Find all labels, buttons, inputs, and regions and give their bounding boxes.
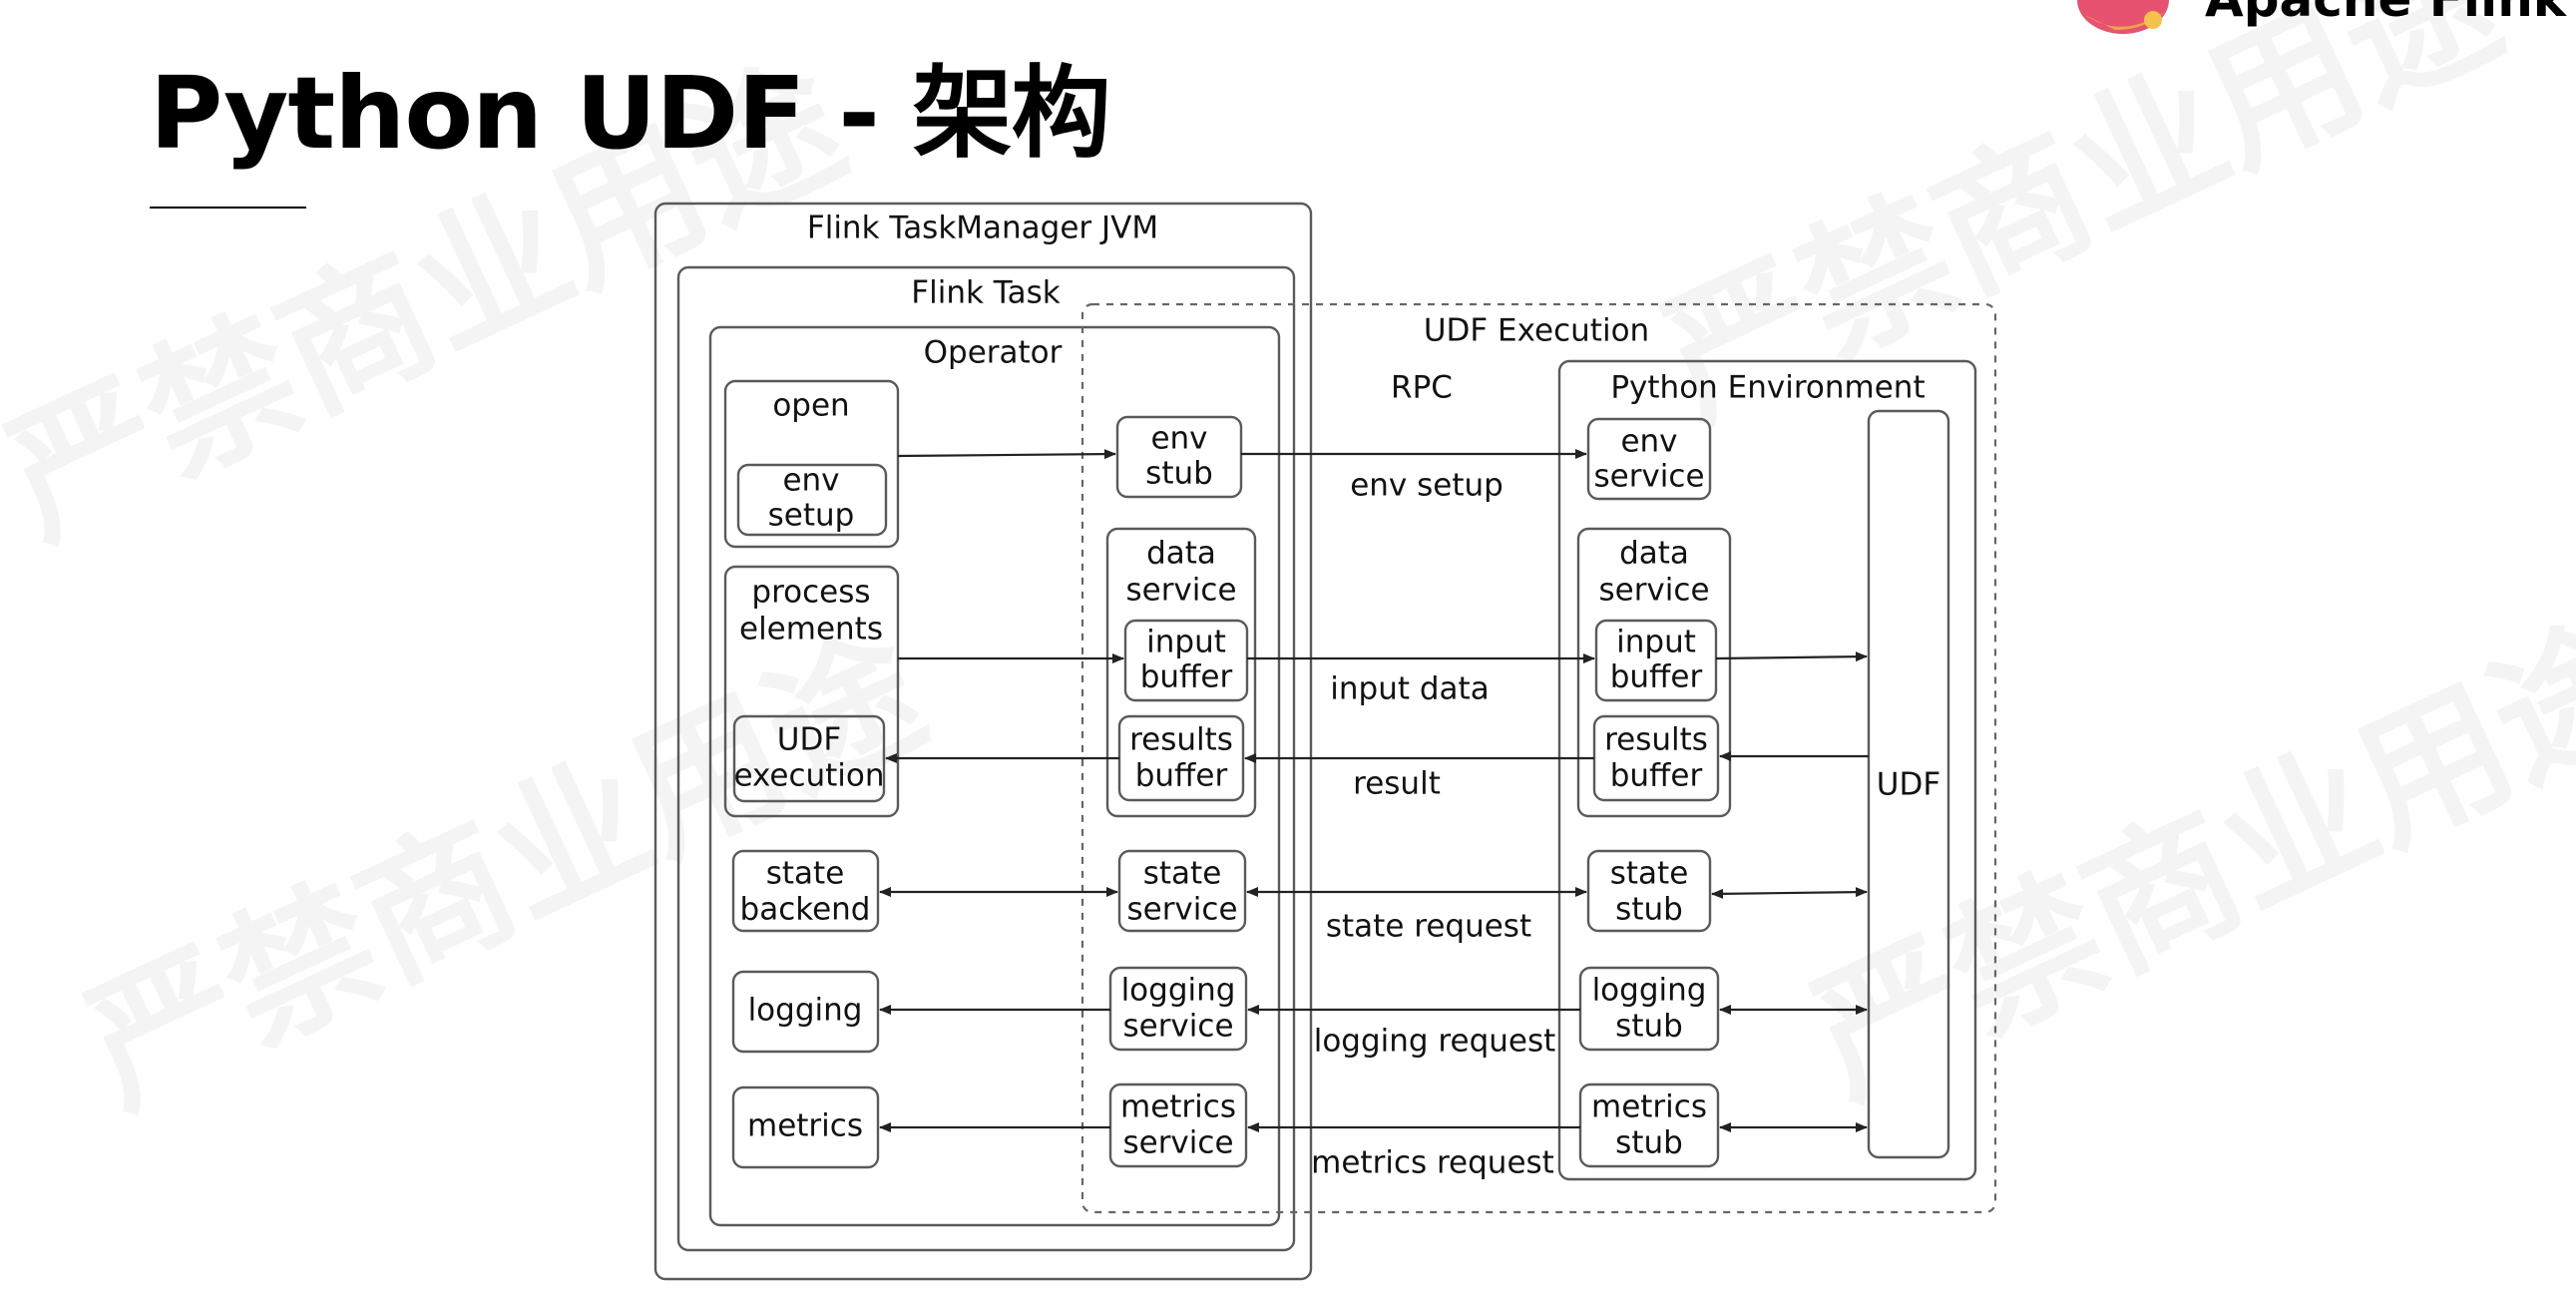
logging-request-channel-label: logging request [1314,1024,1556,1060]
state-stub-label-1: state [1610,856,1689,892]
env-setup-label-1: env [782,463,839,499]
py-data-service-label-2: service [1598,573,1709,609]
taskmanager-jvm-label: Flink TaskManager JVM [807,211,1158,246]
metrics-label: metrics [747,1108,863,1144]
process-elements-label-2: elements [739,612,883,648]
metrics-service-box [1108,1083,1248,1168]
logging-stub-label-1: logging [1592,973,1707,1009]
open-box [723,379,900,549]
input-buffer-label-1: input [1146,625,1226,660]
logging-service-label-2: service [1122,1009,1233,1045]
state-backend-box [731,849,880,933]
input-data-channel-label: input data [1330,671,1489,707]
open-label: open [772,388,849,424]
state-request-channel-label: state request [1326,909,1531,945]
results-buffer-label-2: buffer [1135,758,1228,794]
flink-logo-icon [2077,0,2169,34]
state-backend-label-1: state [766,856,845,892]
operator-container [708,325,1281,1227]
env-setup-box [736,463,888,537]
env-stub-box [1115,415,1243,499]
udf-execution-label: UDF Execution [1424,313,1649,349]
metrics-service-label-2: service [1122,1125,1233,1161]
udf-box [1867,409,1950,1159]
taskmanager-jvm-container [653,202,1313,1281]
env-service-box [1586,417,1712,501]
logging-stub-label-2: stub [1615,1009,1683,1045]
process-elements-box [723,565,900,818]
result-channel-label: result [1353,766,1441,802]
py-data-service-box [1576,527,1732,818]
py-input-buffer-label-1: input [1616,625,1696,660]
arrow-py-input-buffer-to-udf [1715,651,1868,662]
env-service-label-1: env [1620,424,1677,460]
logging-service-label-1: logging [1121,973,1236,1009]
python-environment-label: Python Environment [1610,370,1925,406]
input-buffer-label-2: buffer [1140,659,1233,695]
data-service-label-2: service [1125,573,1236,609]
udf-execution-box-label-2: execution [733,758,884,794]
py-input-buffer-box [1594,619,1718,702]
data-service-box [1105,527,1257,818]
operator-label: Operator [924,335,1063,371]
arrow-state-stub-udf [1711,887,1868,899]
logging-label: logging [748,993,863,1029]
metrics-stub-label-1: metrics [1591,1089,1707,1125]
py-data-service-label-1: data [1619,536,1689,572]
state-service-label-2: service [1126,892,1237,928]
udf-execution-box-label-1: UDF [777,722,841,758]
rpc-label: RPC [1391,370,1453,406]
input-buffer-box [1123,619,1249,702]
env-service-label-2: service [1593,459,1704,495]
py-results-buffer-label-1: results [1604,722,1708,758]
page-title: Python UDF - 架构 [150,55,1111,172]
brand-name: Apache Flink [2205,0,2566,34]
py-input-buffer-label-2: buffer [1610,659,1703,695]
env-stub-label-2: stub [1145,456,1213,492]
state-backend-label-2: backend [740,892,871,928]
env-setup-label-2: setup [768,498,855,534]
results-buffer-label-1: results [1129,722,1233,758]
state-service-label-1: state [1143,856,1222,892]
metrics-service-label-1: metrics [1120,1089,1236,1125]
logging-box [731,970,880,1054]
flink-task-label: Flink Task [911,275,1060,311]
state-stub-box [1586,849,1712,933]
python-environment-container [1557,359,1977,1181]
metrics-box [731,1085,880,1169]
metrics-request-channel-label: metrics request [1311,1145,1554,1181]
metrics-stub-label-2: stub [1615,1125,1683,1161]
metrics-stub-box [1578,1083,1720,1168]
title-underline [150,207,306,209]
env-stub-label-1: env [1150,421,1207,457]
state-stub-label-2: stub [1615,892,1683,928]
data-service-label-1: data [1146,536,1216,572]
arrow-open-to-env-stub [897,449,1116,460]
state-service-box [1117,849,1247,933]
udf-label: UDF [1877,767,1940,803]
env-setup-channel-label: env setup [1350,468,1503,504]
py-results-buffer-label-2: buffer [1610,758,1703,794]
process-elements-label-1: process [751,575,870,611]
udf-execution-box [732,714,886,803]
